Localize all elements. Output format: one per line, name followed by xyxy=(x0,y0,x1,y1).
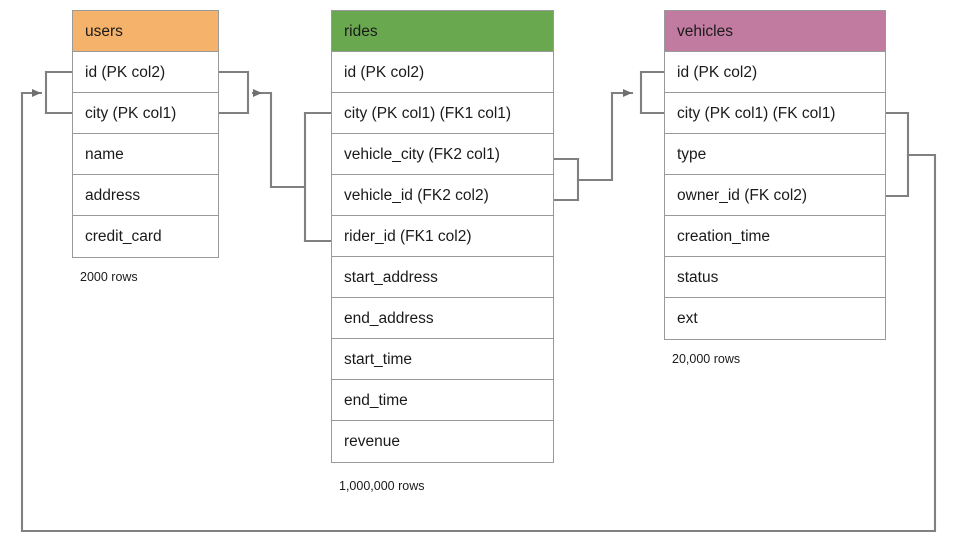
table-vehicles-row-count: 20,000 rows xyxy=(672,352,741,366)
table-rides-column-start-address[interactable]: start_address xyxy=(332,257,553,298)
table-users-column-address[interactable]: address xyxy=(73,175,218,216)
table-users-column-city[interactable]: city (PK col1) xyxy=(73,93,218,134)
table-users-title: users xyxy=(85,23,123,40)
column-label: city (PK col1) xyxy=(85,105,177,122)
column-label: vehicle_id (FK2 col2) xyxy=(344,187,489,204)
column-label: ext xyxy=(677,310,698,327)
column-label: rider_id (FK1 col2) xyxy=(344,228,472,245)
column-label: credit_card xyxy=(85,228,162,245)
column-label: owner_id (FK col2) xyxy=(677,187,808,204)
table-users-column-name[interactable]: name xyxy=(73,134,218,175)
table-rides-title: rides xyxy=(344,23,378,40)
column-label: city (PK col1) (FK1 col1) xyxy=(344,105,512,122)
table-rides-column-rider-id[interactable]: rider_id (FK1 col2) xyxy=(332,216,553,257)
table-users-column-id[interactable]: id (PK col2) xyxy=(73,52,218,93)
table-rides-column-id[interactable]: id (PK col2) xyxy=(332,52,553,93)
column-label: type xyxy=(677,146,707,163)
table-rides-column-revenue[interactable]: revenue xyxy=(332,421,553,462)
table-rides-column-start-time[interactable]: start_time xyxy=(332,339,553,380)
column-label: id (PK col2) xyxy=(677,64,758,81)
table-vehicles-column-owner-id[interactable]: owner_id (FK col2) xyxy=(665,175,885,216)
column-label: end_time xyxy=(344,392,408,409)
table-rides[interactable]: rides id (PK col2) city (PK col1) (FK1 c… xyxy=(331,10,554,463)
column-label: start_address xyxy=(344,269,438,286)
table-rides-column-vehicle-id[interactable]: vehicle_id (FK2 col2) xyxy=(332,175,553,216)
table-rides-column-city[interactable]: city (PK col1) (FK1 col1) xyxy=(332,93,553,134)
table-rides-header: rides xyxy=(332,11,553,52)
column-label: vehicle_city (FK2 col1) xyxy=(344,146,500,163)
column-label: id (PK col2) xyxy=(344,64,425,81)
table-users[interactable]: users id (PK col2) city (PK col1) name a… xyxy=(72,10,219,258)
column-label: revenue xyxy=(344,433,401,450)
table-vehicles-column-city[interactable]: city (PK col1) (FK col1) xyxy=(665,93,885,134)
column-label: start_time xyxy=(344,351,413,368)
column-label: creation_time xyxy=(677,228,771,245)
column-label: end_address xyxy=(344,310,434,327)
table-users-column-credit-card[interactable]: credit_card xyxy=(73,216,218,257)
table-vehicles-header: vehicles xyxy=(665,11,885,52)
table-users-row-count: 2000 rows xyxy=(80,270,138,284)
column-label: address xyxy=(85,187,141,204)
table-vehicles-column-ext[interactable]: ext xyxy=(665,298,885,339)
table-users-header: users xyxy=(73,11,218,52)
column-label: name xyxy=(85,146,124,163)
table-vehicles[interactable]: vehicles id (PK col2) city (PK col1) (FK… xyxy=(664,10,886,340)
table-vehicles-column-type[interactable]: type xyxy=(665,134,885,175)
column-label: city (PK col1) (FK col1) xyxy=(677,105,836,122)
column-label: id (PK col2) xyxy=(85,64,166,81)
table-vehicles-title: vehicles xyxy=(677,23,733,40)
table-rides-column-end-address[interactable]: end_address xyxy=(332,298,553,339)
table-rides-row-count: 1,000,000 rows xyxy=(339,479,425,493)
rides-fk1-route xyxy=(269,91,307,189)
table-vehicles-column-status[interactable]: status xyxy=(665,257,885,298)
table-vehicles-column-creation-time[interactable]: creation_time xyxy=(665,216,885,257)
column-label: status xyxy=(677,269,719,286)
table-rides-column-end-time[interactable]: end_time xyxy=(332,380,553,421)
rides-fk2-route xyxy=(576,91,614,182)
table-vehicles-column-id[interactable]: id (PK col2) xyxy=(665,52,885,93)
table-rides-column-vehicle-city[interactable]: vehicle_city (FK2 col1) xyxy=(332,134,553,175)
